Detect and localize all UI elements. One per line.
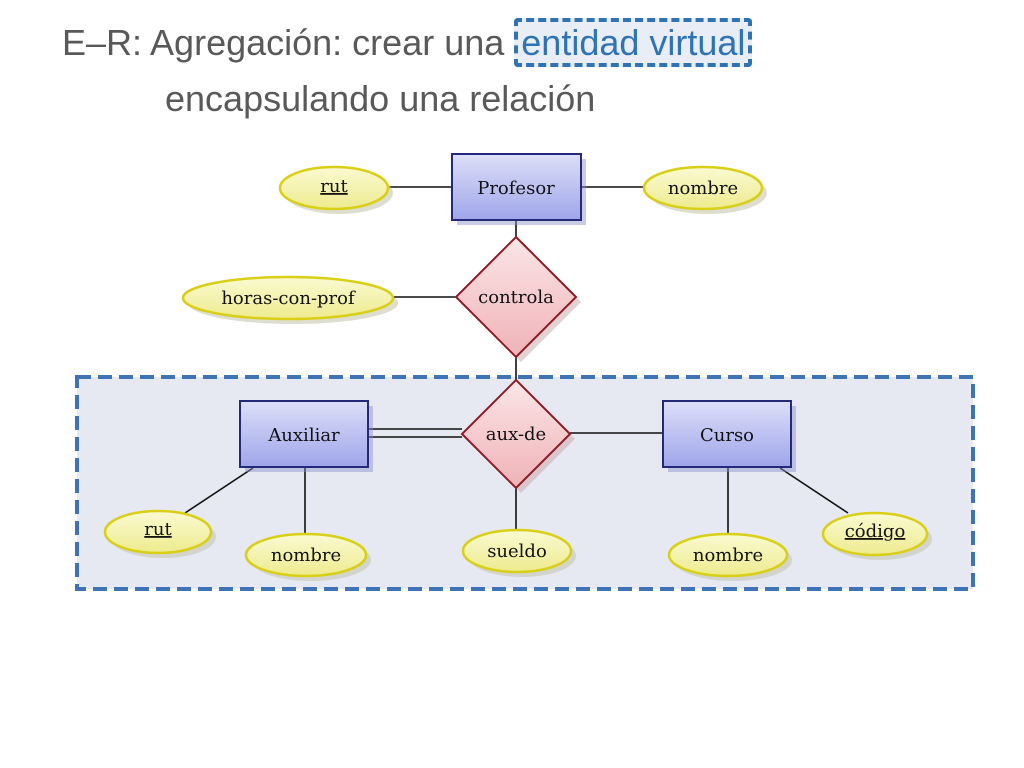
title-line-1: E–R: Agregación: crear una entidad virtu… bbox=[62, 18, 753, 67]
attribute-profesor-rut-label: rut bbox=[320, 176, 348, 197]
attribute-auxiliar-rut: rut bbox=[103, 509, 216, 558]
entity-profesor: Profesor bbox=[451, 153, 586, 225]
entity-curso-label: Curso bbox=[700, 425, 754, 446]
entity-curso: Curso bbox=[662, 400, 796, 472]
title-highlight: entidad virtual bbox=[514, 18, 753, 67]
attribute-curso-nombre-label: nombre bbox=[693, 545, 763, 566]
connector-lines bbox=[184, 186, 849, 538]
attribute-horas-con-prof: horas-con-prof bbox=[181, 275, 398, 324]
attribute-profesor-nombre: nombre bbox=[642, 165, 767, 214]
title-line-2: encapsulando una relación bbox=[165, 78, 596, 119]
entity-profesor-label: Profesor bbox=[477, 178, 555, 199]
attribute-profesor-rut: rut bbox=[278, 165, 393, 214]
relationship-controla: controla bbox=[454, 235, 581, 362]
entity-auxiliar: Auxiliar bbox=[239, 400, 373, 472]
relationship-controla-label: controla bbox=[478, 287, 554, 308]
attribute-auxiliar-nombre: nombre bbox=[244, 532, 371, 581]
attribute-auxiliar-nombre-label: nombre bbox=[271, 545, 341, 566]
attribute-auxiliar-rut-label: rut bbox=[144, 519, 172, 540]
relationship-aux-de-label: aux-de bbox=[486, 424, 546, 445]
attribute-curso-nombre: nombre bbox=[667, 532, 792, 581]
relationship-aux-de: aux-de bbox=[460, 378, 575, 493]
attribute-horas-con-prof-label: horas-con-prof bbox=[221, 288, 356, 309]
entity-auxiliar-label: Auxiliar bbox=[267, 425, 340, 446]
attribute-sueldo: sueldo bbox=[461, 528, 576, 577]
attribute-codigo-label: código bbox=[845, 521, 906, 542]
slide-title: E–R: Agregación: crear una entidad virtu… bbox=[0, 0, 1024, 130]
attribute-sueldo-label: sueldo bbox=[487, 541, 547, 562]
attribute-codigo: código bbox=[821, 511, 932, 560]
attribute-profesor-nombre-label: nombre bbox=[668, 178, 738, 199]
title-prefix: E–R: Agregación: crear una bbox=[62, 22, 515, 63]
